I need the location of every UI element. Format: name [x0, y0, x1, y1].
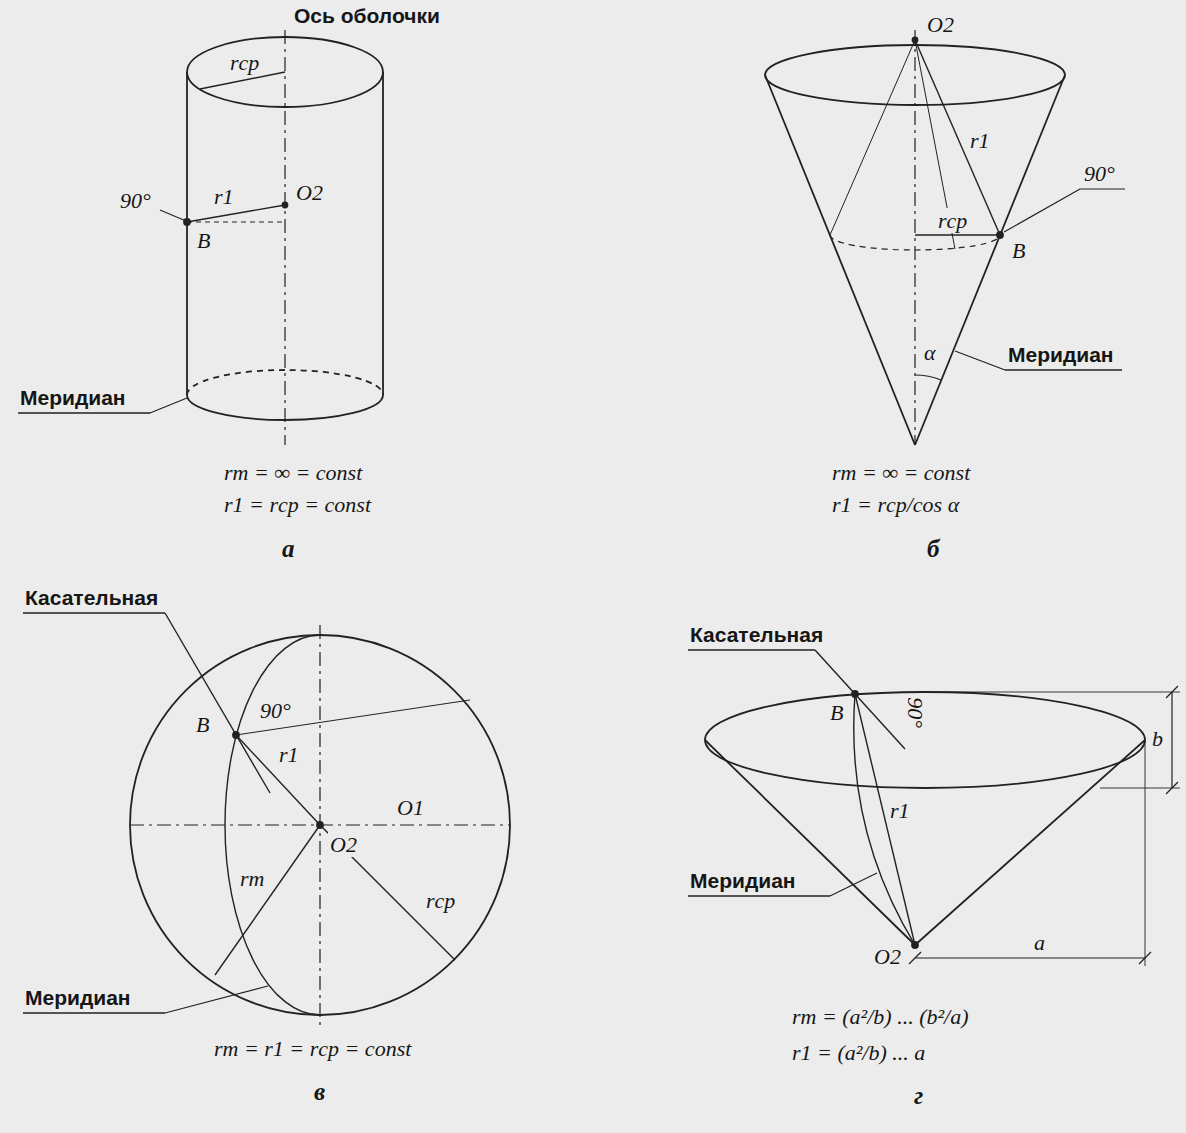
ellipsoid-shell	[688, 650, 1180, 966]
symbol-label: rср	[936, 208, 969, 233]
formula-text: r1 = (a²/b) ... a	[790, 1040, 927, 1065]
callout-label: Меридиан	[23, 986, 133, 1010]
sphere-shell	[23, 613, 510, 1025]
symbol-label: O1	[395, 795, 426, 820]
symbol-label: B	[1010, 238, 1027, 263]
formula-text: r1 = rср = const	[222, 492, 373, 517]
formula-text: r1 = rср/cos α	[830, 492, 961, 517]
panel-letter: в	[312, 1078, 327, 1107]
symbol-label: rср	[424, 888, 457, 913]
symbol-label: 90°	[1082, 161, 1117, 186]
panel-letter: г	[912, 1082, 925, 1111]
panel-letter: б	[925, 535, 941, 564]
cylinder-shell	[18, 30, 383, 445]
formula-text: rm = ∞ = const	[222, 460, 364, 485]
formula-text: rm = r1 = rср = const	[212, 1036, 413, 1061]
symbol-label: 90°	[258, 698, 293, 723]
symbol-label: α	[922, 340, 938, 365]
cone-shell	[765, 30, 1125, 445]
symbol-label: O2	[872, 944, 903, 969]
symbol-label: O2	[328, 832, 359, 857]
callout-label: Касательная	[23, 586, 160, 610]
symbol-label: B	[195, 228, 212, 253]
symbol-label: B	[828, 700, 845, 725]
symbol-label: rср	[228, 50, 261, 75]
symbol-label: r1	[277, 742, 301, 767]
symbol-label: a	[1032, 930, 1047, 955]
symbol-label: b	[1150, 726, 1165, 751]
symbol-label: 90°	[903, 695, 928, 730]
formula-text: rm = ∞ = const	[830, 460, 972, 485]
symbol-label: r1	[888, 798, 912, 823]
callout-label: Меридиан	[1006, 343, 1116, 367]
symbol-label: rm	[238, 866, 266, 891]
callout-label: Ось оболочки	[292, 4, 442, 28]
symbol-label: O2	[925, 12, 956, 37]
formula-text: rm = (a²/b) ... (b²/a)	[790, 1004, 971, 1029]
symbol-label: r1	[968, 128, 992, 153]
symbol-label: 90°	[118, 188, 153, 213]
symbol-label: B	[194, 712, 211, 737]
callout-label: Меридиан	[18, 386, 128, 410]
symbol-label: O2	[294, 180, 325, 205]
panel-letter: а	[280, 535, 297, 564]
callout-label: Меридиан	[688, 869, 798, 893]
callout-label: Касательная	[688, 623, 825, 647]
symbol-label: r1	[212, 184, 236, 209]
